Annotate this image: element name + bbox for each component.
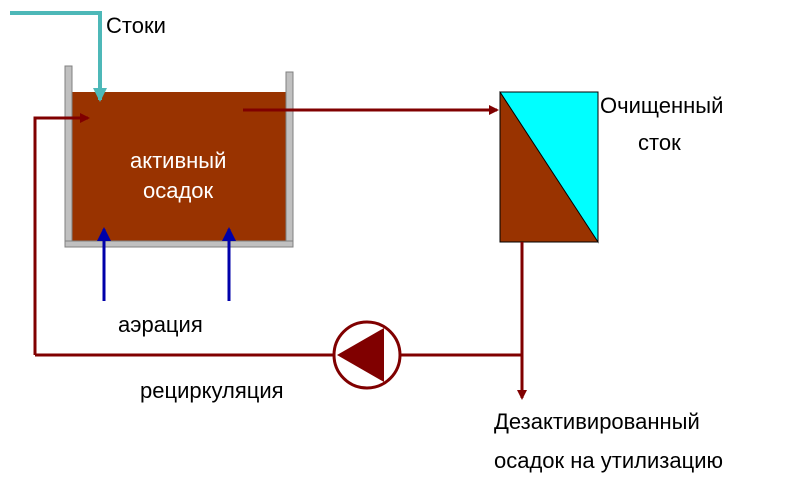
recirculation-return-pipe xyxy=(33,113,90,355)
waste-sludge-label-line2: осадок на утилизацию xyxy=(494,448,723,473)
tank-label-line1: активный xyxy=(130,148,227,173)
tank-label-line2: осадок xyxy=(143,178,214,203)
recirculation-label: рециркуляция xyxy=(140,378,284,403)
pump-icon xyxy=(332,320,402,390)
clarifier-clean-water xyxy=(499,91,599,244)
clarifier xyxy=(499,91,599,244)
inflow-label: Стоки xyxy=(106,13,166,38)
aeration-tank xyxy=(64,65,294,248)
influent-pipe xyxy=(10,11,107,102)
clean-effluent-label-line2: сток xyxy=(638,130,681,155)
tank-right-wall xyxy=(285,71,294,248)
clean-effluent-label-line1: Очищенный xyxy=(600,93,724,118)
tank-left-wall xyxy=(64,65,73,248)
aeration-label: аэрация xyxy=(118,312,203,337)
waste-sludge-label-line1: Дезактивированный xyxy=(494,409,700,434)
tank-sludge xyxy=(72,92,286,241)
tank-bottom xyxy=(64,240,294,248)
